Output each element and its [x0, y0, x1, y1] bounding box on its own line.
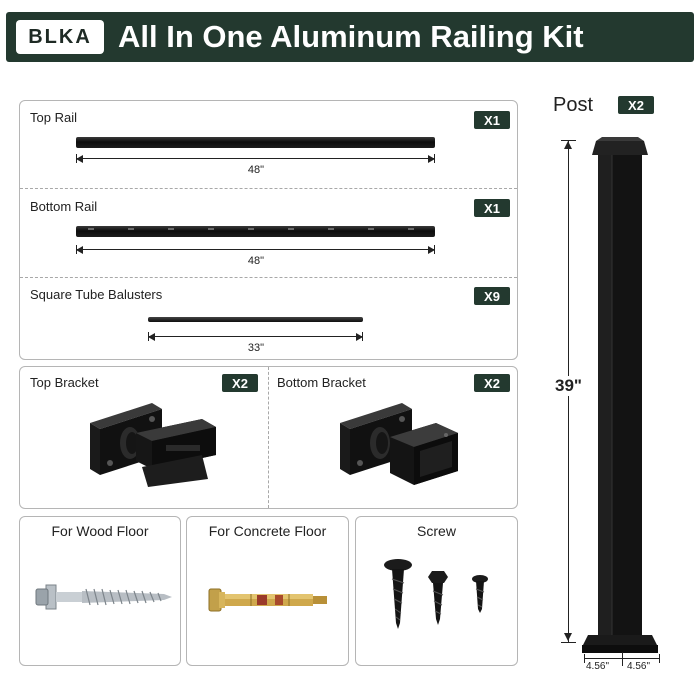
top-bracket-qty-badge: X2 [222, 374, 258, 392]
wood-floor-panel: For Wood Floor [19, 516, 181, 666]
screw-panel: Screw [355, 516, 518, 666]
divider [268, 367, 269, 508]
brand-logo: BLKA [16, 20, 104, 54]
concrete-floor-label: For Concrete Floor [208, 523, 327, 539]
top-rail-qty-badge: X1 [474, 111, 510, 129]
top-rail-label: Top Rail [30, 110, 77, 125]
page-title: All In One Aluminum Railing Kit [118, 19, 584, 54]
post-qty-badge: X2 [618, 96, 654, 114]
divider [20, 277, 517, 278]
divider [20, 188, 517, 189]
baluster-dimension [148, 332, 363, 341]
bottom-rail-slots [88, 228, 414, 230]
top-bracket-label: Top Bracket [30, 375, 99, 390]
screw-label: Screw [417, 523, 456, 539]
logo-text: BLKA [28, 25, 92, 48]
post-height-arrow-down [564, 633, 572, 641]
bottom-rail-dimension [76, 245, 435, 254]
wood-floor-label: For Wood Floor [51, 523, 149, 539]
post-base-center [622, 652, 623, 666]
header-banner: BLKA All In One Aluminum Railing Kit [6, 12, 694, 62]
top-bracket-image [90, 403, 216, 487]
bottom-bracket-image [340, 403, 458, 485]
balusters-qty-badge: X9 [474, 287, 510, 305]
bottom-bracket-label: Bottom Bracket [277, 375, 366, 390]
post-height-tick-bottom [561, 642, 576, 643]
bottom-rail-image [76, 226, 435, 237]
post-base-width-left: 4.56" [586, 661, 610, 672]
lag-screw-image [35, 584, 172, 610]
top-rail-image [76, 137, 435, 148]
post-height-tick-top [561, 140, 576, 141]
baluster-image [148, 317, 363, 322]
top-rail-length: 48" [247, 164, 265, 176]
anchor-bolt-image [208, 588, 327, 612]
post-base-width-right: 4.56" [627, 661, 651, 672]
post-label: Post [553, 94, 594, 116]
screws-image [384, 559, 488, 629]
balusters-label: Square Tube Balusters [30, 287, 163, 302]
top-rail-dimension [76, 154, 435, 163]
rails-panel: Top Rail X1 48" Bottom Rail X1 48" Squar… [19, 100, 518, 360]
bottom-rail-label: Bottom Rail [30, 199, 98, 214]
brackets-panel: Top Bracket X2 Bottom Bracket X2 [19, 366, 518, 509]
bottom-rail-qty-badge: X1 [474, 199, 510, 217]
post-height-value: 39" [553, 376, 584, 396]
baluster-length: 33" [247, 342, 265, 354]
post-image [582, 137, 658, 653]
bottom-rail-length: 48" [247, 255, 265, 267]
bottom-bracket-qty-badge: X2 [474, 374, 510, 392]
post-height-arrow-up [564, 141, 572, 149]
concrete-floor-panel: For Concrete Floor [186, 516, 349, 666]
